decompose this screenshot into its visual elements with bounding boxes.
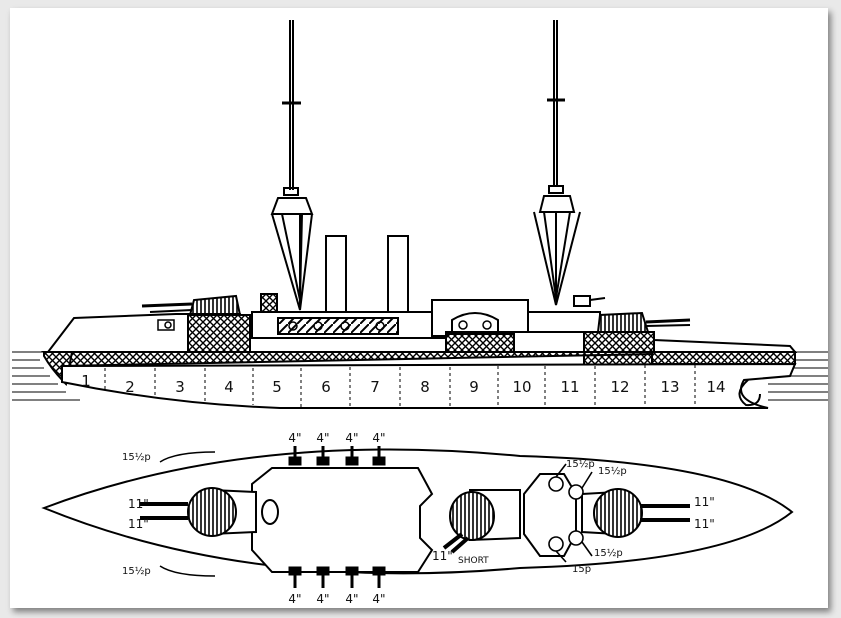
- funnel-base: [261, 499, 279, 525]
- secondary-guns-top: [288, 446, 386, 466]
- compartment-5: 5: [272, 378, 282, 396]
- casemate-band: [277, 317, 399, 335]
- light-gun-aft-1: 15½p: [566, 458, 595, 470]
- light-gun-aft-3: 15½p: [594, 547, 623, 559]
- gun-label-bottom-4: 4": [372, 592, 385, 606]
- casemate-ports: [288, 321, 385, 331]
- aft-funnel: [387, 235, 409, 314]
- mid-gun-note: SHORT: [458, 556, 489, 566]
- light-guns-aft: [548, 463, 593, 563]
- compartment-6: 6: [321, 378, 331, 396]
- side-profile: [12, 20, 828, 409]
- water-lines: [12, 351, 828, 401]
- gun-label-top-1: 4": [288, 431, 301, 445]
- drawing-frame: 1 2 3 4 5 6 7 8 9 10 11 12 13 14: [10, 8, 828, 608]
- aft-gun-label-1: 11": [694, 495, 715, 509]
- fore-gun-label-1: 11": [128, 497, 149, 511]
- battleship-diagram: 1 2 3 4 5 6 7 8 9 10 11 12 13 14: [12, 20, 828, 606]
- mid-gun-label: 11": [432, 549, 453, 563]
- fore-funnel: [325, 235, 347, 314]
- compartment-labels: 1 2 3 4 5 6 7 8 9 10 11 12 13 14: [81, 372, 725, 396]
- aft-turret-plan: [581, 488, 690, 538]
- compartment-bulkheads: [104, 365, 696, 408]
- fore-turret: [188, 294, 242, 316]
- gun-label-bottom-1: 4": [288, 592, 301, 606]
- mid-turret-plan: [442, 489, 521, 554]
- main-mast: [533, 20, 581, 306]
- small-gun: [157, 319, 175, 331]
- sponson-fore-top: [159, 451, 216, 463]
- fore-mast: [270, 20, 314, 311]
- compartment-4: 4: [224, 378, 234, 396]
- compartment-7: 7: [370, 378, 380, 396]
- gun-label-top-3: 4": [345, 431, 358, 445]
- light-gun-fore-bottom: 15½p: [122, 565, 151, 577]
- plan-labels: 4" 4" 4" 4" 4" 4" 4" 4" 11" 11" 11" 11" …: [122, 431, 715, 606]
- compartment-2: 2: [125, 378, 135, 396]
- light-gun-aft-4: 15p: [572, 564, 591, 575]
- compartment-13: 13: [660, 378, 679, 396]
- compartment-1: 1: [81, 372, 91, 390]
- compartment-10: 10: [512, 378, 531, 396]
- gun-label-top-2: 4": [316, 431, 329, 445]
- compartment-3: 3: [175, 378, 185, 396]
- aft-turret: [596, 311, 650, 333]
- aft-barbette: [583, 331, 655, 367]
- fore-barbette: [187, 314, 251, 354]
- light-gun-fore-top: 15½p: [122, 451, 151, 463]
- stern-rudder: [738, 379, 761, 407]
- deck-plan: [41, 446, 794, 588]
- gun-label-bottom-2: 4": [316, 592, 329, 606]
- fore-gun-label-2: 11": [128, 517, 149, 531]
- compartment-8: 8: [420, 378, 430, 396]
- aft-gun-label-2: 11": [694, 517, 715, 531]
- compartment-9: 9: [469, 378, 479, 396]
- fore-turret-plan: [140, 487, 257, 537]
- compartment-14: 14: [706, 378, 725, 396]
- gun-label-top-4: 4": [372, 431, 385, 445]
- aft-deckhouse-plan: [523, 473, 577, 557]
- central-deckhouse: [251, 467, 434, 573]
- sponson-fore-bottom: [159, 565, 216, 577]
- secondary-guns-bottom: [288, 566, 386, 588]
- light-gun-aft-2: 15½p: [598, 465, 627, 477]
- compartment-12: 12: [610, 378, 629, 396]
- compartment-11: 11: [560, 378, 579, 396]
- gun-label-bottom-3: 4": [345, 592, 358, 606]
